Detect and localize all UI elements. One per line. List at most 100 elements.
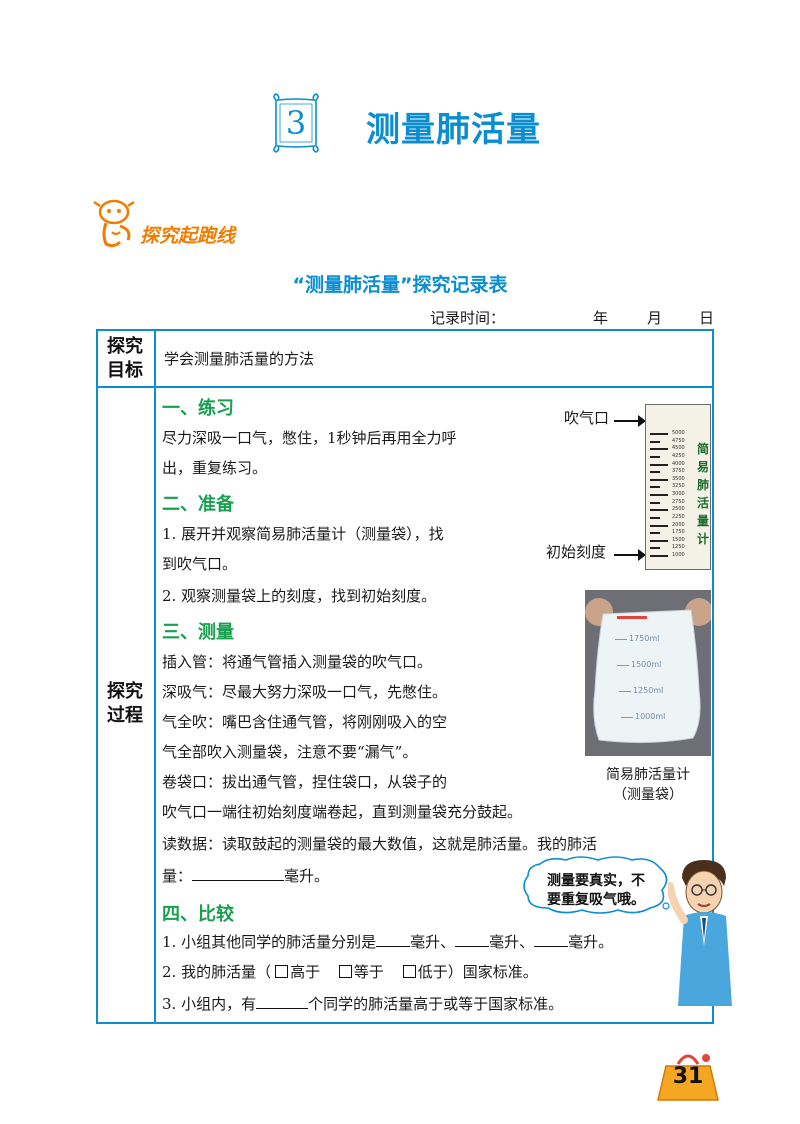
prepare-heading: 二、准备 — [162, 494, 234, 515]
gauge-tick-label: 2750 — [672, 498, 685, 505]
compare-line-1: 1. 小组其他同学的肺活量分别是毫升、毫升、毫升。 — [162, 932, 614, 951]
measure-line-7: 读数据：读取鼓起的测量袋的最大数值，这就是肺活量。我的肺活 — [162, 835, 598, 853]
gauge-tick-label: 4000 — [672, 460, 685, 467]
measuring-bag-photo: 1750ml 1500ml 1250ml 1000ml — [585, 590, 711, 756]
gauge-tick — [650, 516, 660, 519]
table-column-divider — [154, 329, 156, 1024]
table-title: “测量肺活量”探究记录表 — [292, 274, 508, 296]
higher-checkbox[interactable] — [275, 965, 289, 978]
cow-mascot-icon — [92, 196, 146, 250]
bag-mark-label: 1250ml — [633, 686, 664, 695]
bag-mark-label: 1000ml — [635, 712, 666, 721]
measure-line-5: 卷袋口：拔出通气管，捏住袋口，从袋子的 — [162, 773, 448, 791]
initial-mark-label: 初始刻度 — [546, 543, 607, 561]
prepare-step-2: 2. 观察测量袋上的刻度，找到初始刻度。 — [162, 587, 437, 605]
gauge-tick-label: 4250 — [672, 452, 685, 459]
page-title: 测量肺活量 — [366, 110, 541, 150]
bag-mark-line — [615, 639, 627, 640]
classmate-blank-2[interactable] — [455, 932, 490, 947]
gauge-tick — [650, 539, 668, 542]
gauge-tick-label: 2250 — [672, 513, 685, 520]
gauge-tick — [650, 455, 660, 458]
gauge-tick — [650, 555, 668, 557]
gauge-tick — [650, 486, 660, 489]
bag-mark-label: 1500ml — [631, 660, 662, 669]
gauge-tick-label: 3250 — [672, 483, 685, 490]
measure-line-2: 深吸气：尽最大努力深吸一口气，先憋住。 — [162, 683, 448, 701]
bag-mark-line — [621, 717, 633, 718]
gauge-tick — [650, 494, 668, 496]
gauge-tick — [650, 509, 668, 512]
gauge-tick-label: 2000 — [672, 521, 685, 528]
gauge-tick — [650, 501, 660, 504]
section-banner: 探究起跑线 — [140, 225, 236, 247]
gauge-tick-label: 1000 — [672, 552, 685, 558]
equal-checkbox[interactable] — [338, 965, 352, 978]
speech-bubble: 测量要真实，不 要重复吸气哦。 — [520, 856, 672, 916]
blow-port-arrow — [614, 420, 644, 422]
record-time-month: 月 — [647, 309, 663, 327]
gauge-tick-label: 3500 — [672, 475, 685, 482]
measure-line-4: 气全部吹入测量袋，注意不要“漏气”。 — [162, 743, 418, 761]
lesson-number-badge: 3 — [268, 92, 324, 154]
process-label: 探究 过程 — [107, 681, 143, 726]
bag-mark-line — [617, 665, 629, 666]
photo-caption-line-1: 简易肺活量计 — [606, 767, 690, 783]
classmate-blank-3[interactable] — [534, 932, 569, 947]
gauge-tick — [650, 524, 668, 527]
arrowhead-icon — [638, 549, 646, 561]
gauge-tick-label: 1750 — [672, 529, 685, 536]
prepare-step-1a: 1. 展开并观察简易肺活量计（测量袋），找 — [162, 525, 444, 543]
measure-line-8: 量：毫升。 — [162, 866, 330, 885]
page-number: 31 — [672, 1064, 704, 1089]
photo-caption-line-2: （测量袋） — [613, 787, 683, 803]
record-time-day: 日 — [699, 309, 715, 327]
vital-capacity-blank[interactable] — [192, 866, 285, 881]
goal-label: 探究 目标 — [107, 336, 143, 381]
bubble-line-1: 测量要真实，不 — [547, 873, 645, 889]
bag-mark-label: 1750ml — [629, 634, 660, 643]
gauge-tick — [650, 478, 668, 481]
measure-line-3: 气全吹：嘴巴含住通气管，将刚刚吸入的空 — [162, 713, 448, 731]
gauge-tick-label: 3000 — [672, 491, 685, 497]
compare-line-2: 2. 我的肺活量（高于 等于 低于）国家标准。 — [162, 963, 538, 981]
gauge-tick — [650, 547, 660, 550]
gauge-tick — [650, 532, 660, 535]
gauge-tick-label: 1250 — [672, 544, 685, 551]
lower-checkbox[interactable] — [402, 965, 416, 978]
compare-heading: 四、比较 — [162, 904, 234, 925]
page-number-badge: 31 — [656, 1050, 720, 1102]
gauge-tick — [650, 433, 668, 435]
measure-line-6: 吹气口一端往初始刻度端卷起，直到测量袋充分鼓起。 — [162, 803, 523, 821]
gauge-tick — [650, 463, 668, 466]
practice-line-1: 尽力深吸一口气，憋住，1秒钟后再用全力呼 — [162, 429, 457, 447]
measure-line-1: 插入管：将通气管插入测量袋的吹气口。 — [162, 653, 433, 671]
gauge-vertical-label: 简易肺活量计 — [696, 442, 709, 546]
record-time-year: 年 — [593, 309, 609, 327]
compare-line-3: 3. 小组内，有个同学的肺活量高于或等于国家标准。 — [162, 994, 564, 1013]
lesson-number: 3 — [285, 104, 307, 142]
initial-mark-arrow — [614, 554, 644, 556]
record-time-label: 记录时间： — [430, 309, 506, 327]
gauge-tick — [650, 440, 660, 443]
classmate-blank-1[interactable] — [376, 932, 411, 947]
gauge-tick-label: 3750 — [672, 468, 685, 475]
count-blank[interactable] — [256, 994, 309, 1009]
gauge-tick-label: 5000 — [672, 430, 685, 436]
cloud-bubble-icon — [523, 856, 670, 914]
weight-icon — [657, 1054, 719, 1101]
gauge-tick-label: 2500 — [672, 506, 685, 513]
record-table — [96, 329, 714, 1024]
gauge-tick-label: 4750 — [672, 437, 685, 444]
gauge-tick — [650, 448, 668, 451]
practice-line-2: 出，重复练习。 — [162, 459, 268, 477]
practice-heading: 一、练习 — [162, 398, 234, 419]
gauge-tick — [650, 471, 660, 474]
gauge-tick-label: 1500 — [672, 536, 685, 543]
measure-heading: 三、测量 — [162, 622, 234, 643]
gauge-tick-label: 4500 — [672, 445, 685, 452]
table-row-divider — [96, 386, 714, 388]
arrowhead-icon — [638, 415, 646, 427]
bubble-line-2: 要重复吸气哦。 — [547, 892, 645, 908]
